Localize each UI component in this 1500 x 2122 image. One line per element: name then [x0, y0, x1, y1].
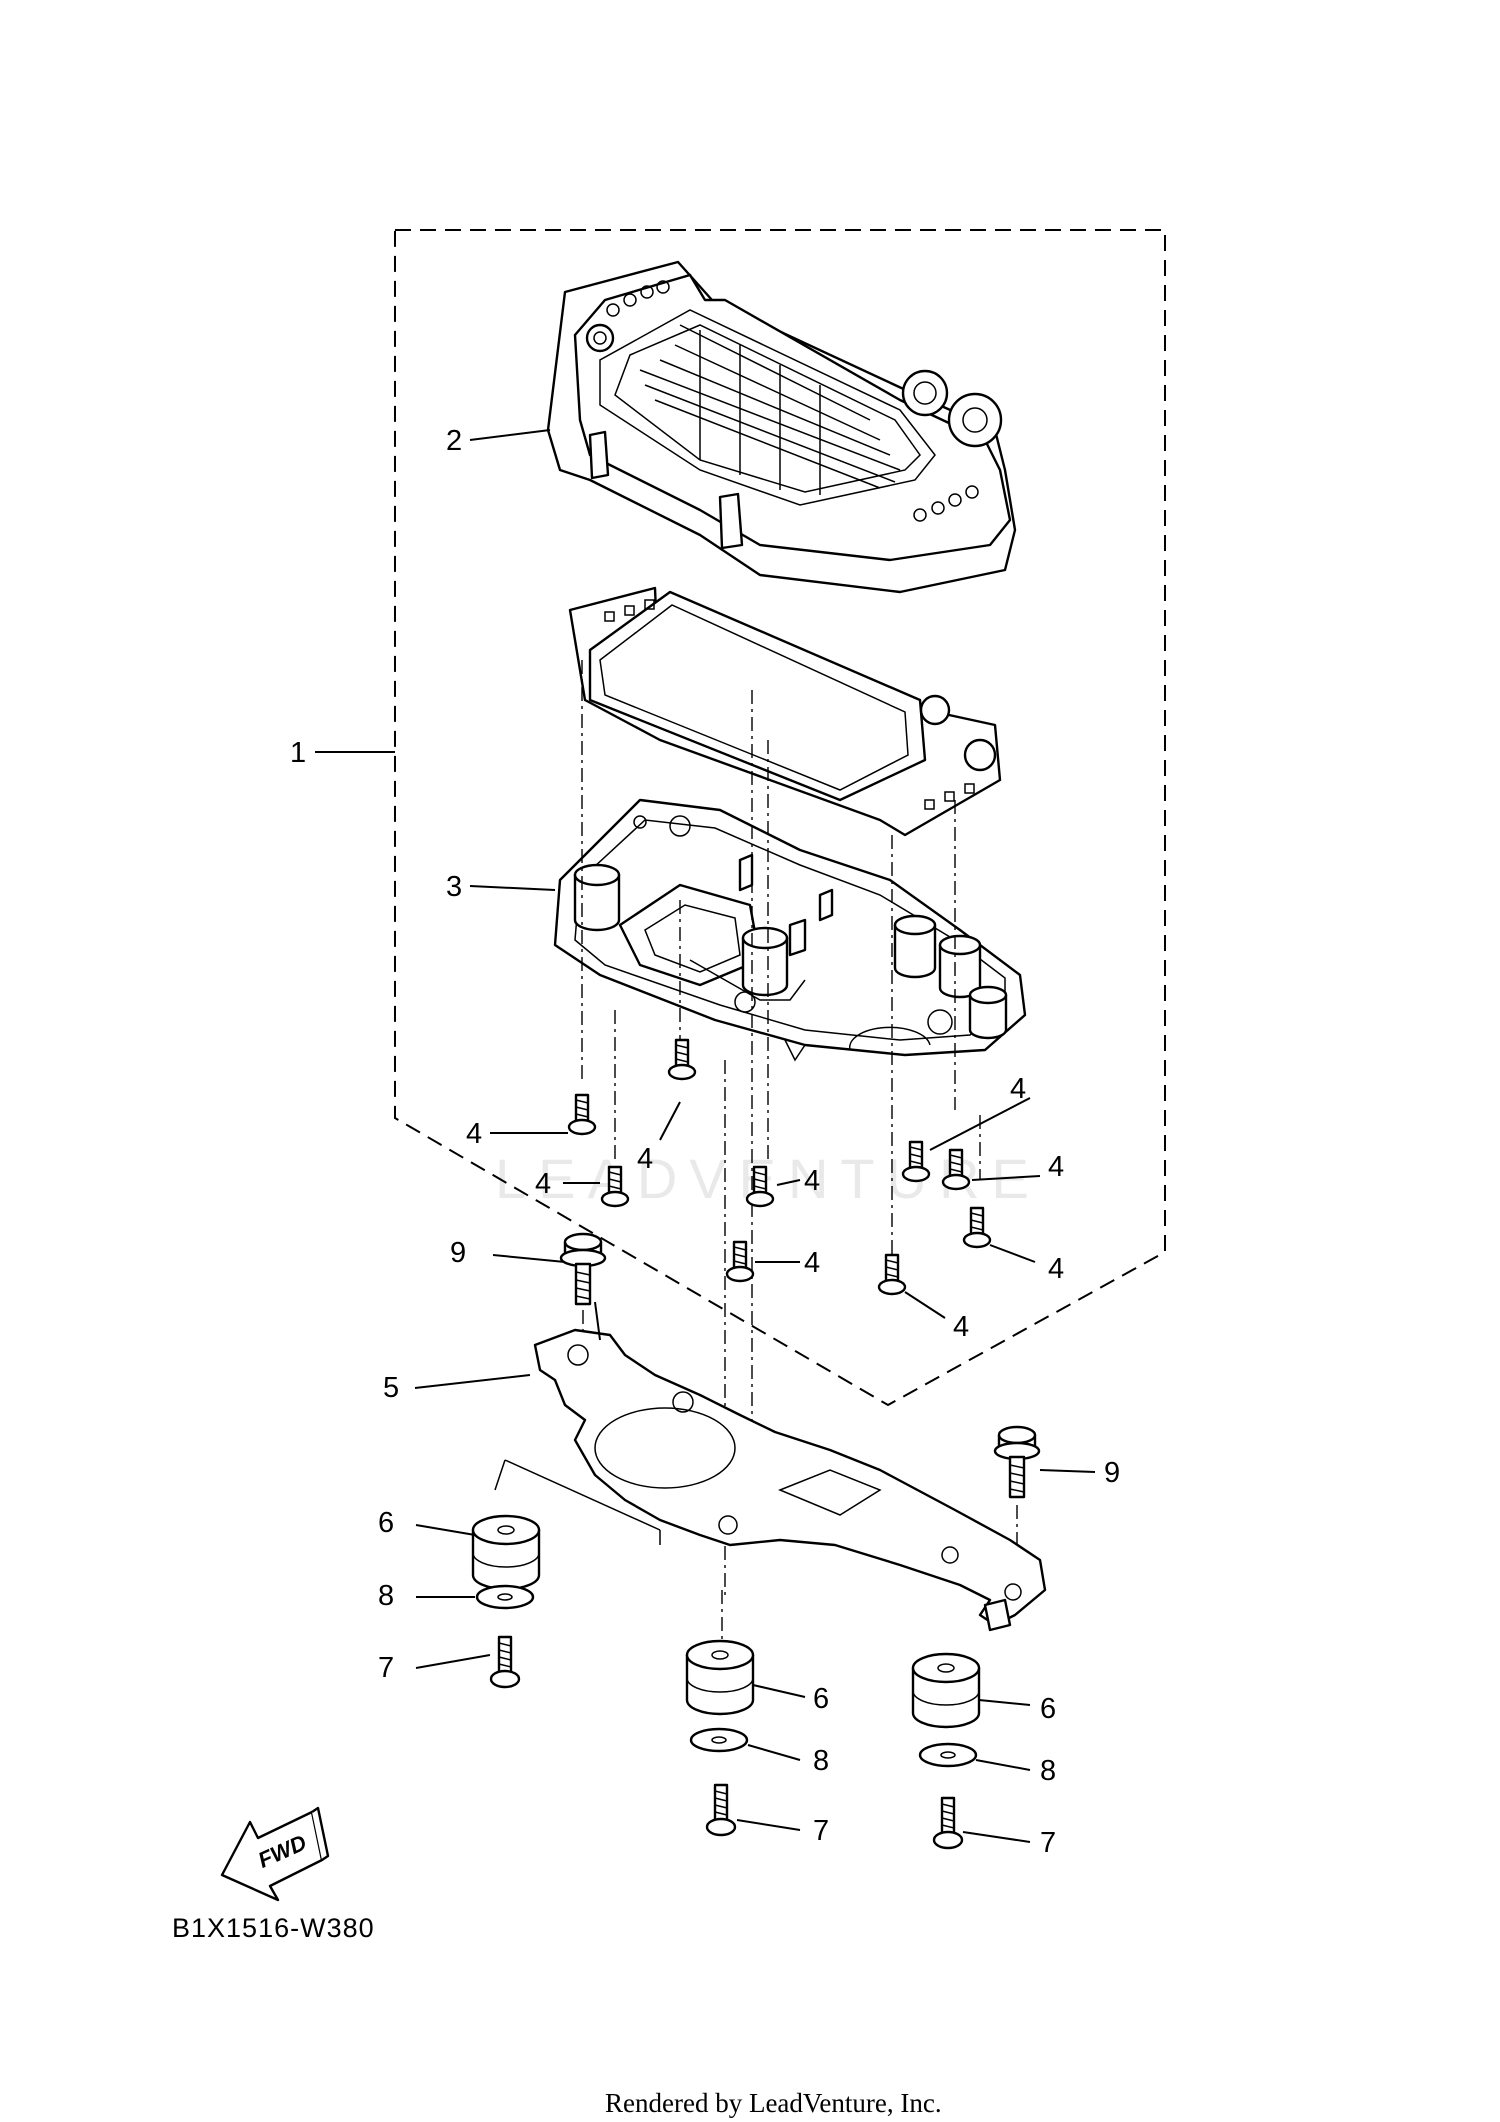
callout-7: 7 — [813, 1815, 829, 1847]
callout-5: 5 — [383, 1372, 399, 1404]
callout-2: 2 — [446, 425, 462, 457]
render-credit: Rendered by LeadVenture, Inc. — [605, 2088, 942, 2118]
assembly-boundary — [394, 229, 1166, 1407]
leader-lines — [315, 429, 1096, 1843]
screw-icon — [489, 1635, 521, 1689]
meter-circuit-board — [568, 586, 1002, 837]
screw-icon — [932, 1796, 964, 1850]
meter-bracket — [533, 1328, 1047, 1632]
callouts: 1 2 3 4 4 4 4 4 4 4 4 4 4 4 9 9 5 6 6 6 … — [290, 425, 1120, 1859]
meter-display-cover — [546, 260, 1017, 594]
callout-9: 9 — [450, 1237, 466, 1269]
callout-8: 8 — [813, 1745, 829, 1777]
screw-icon — [667, 1038, 697, 1081]
screw-icon — [962, 1206, 992, 1249]
screw-icon — [600, 1165, 630, 1208]
washer-center — [689, 1727, 749, 1753]
callout-4: 4 — [637, 1143, 653, 1175]
callout-1: 1 — [290, 737, 306, 769]
callout-6: 6 — [1040, 1693, 1056, 1725]
screw-icon — [877, 1253, 907, 1296]
screw-icon — [745, 1165, 775, 1208]
callout-4: 4 — [1048, 1253, 1064, 1285]
callout-4: 4 — [1048, 1151, 1064, 1183]
screw-icon — [941, 1148, 971, 1191]
callout-7: 7 — [378, 1652, 394, 1684]
section-reference-lines — [494, 1459, 661, 1545]
callout-9: 9 — [1104, 1457, 1120, 1489]
callout-8: 8 — [1040, 1755, 1056, 1787]
screw-icon — [705, 1783, 737, 1837]
bolt-icon — [559, 1232, 607, 1306]
callout-4: 4 — [1010, 1073, 1026, 1105]
callout-8: 8 — [378, 1580, 394, 1612]
screw-icon — [725, 1240, 755, 1283]
callout-4: 4 — [535, 1168, 551, 1200]
callout-4: 4 — [953, 1311, 969, 1343]
damper-left — [471, 1514, 541, 1591]
callout-6: 6 — [378, 1507, 394, 1539]
damper-center — [685, 1639, 755, 1716]
meter-lower-case — [553, 798, 1027, 1062]
diagram-code: B1X1516-W380 — [172, 1913, 375, 1943]
washer-left — [475, 1584, 535, 1610]
assembly-center-lines — [581, 660, 1018, 1640]
callout-6: 6 — [813, 1683, 829, 1715]
callout-7: 7 — [1040, 1827, 1056, 1859]
callout-4: 4 — [466, 1118, 482, 1150]
callout-4: 4 — [804, 1247, 820, 1279]
damper-right — [911, 1652, 981, 1729]
fwd-arrow-icon: FWD — [220, 1806, 330, 1902]
callout-3: 3 — [446, 871, 462, 903]
bolt-icon — [993, 1425, 1041, 1499]
washer-right — [918, 1742, 978, 1768]
screw-icon — [567, 1093, 597, 1136]
screw-icon — [901, 1140, 931, 1183]
callout-4: 4 — [804, 1165, 820, 1197]
screws — [567, 1038, 992, 1296]
